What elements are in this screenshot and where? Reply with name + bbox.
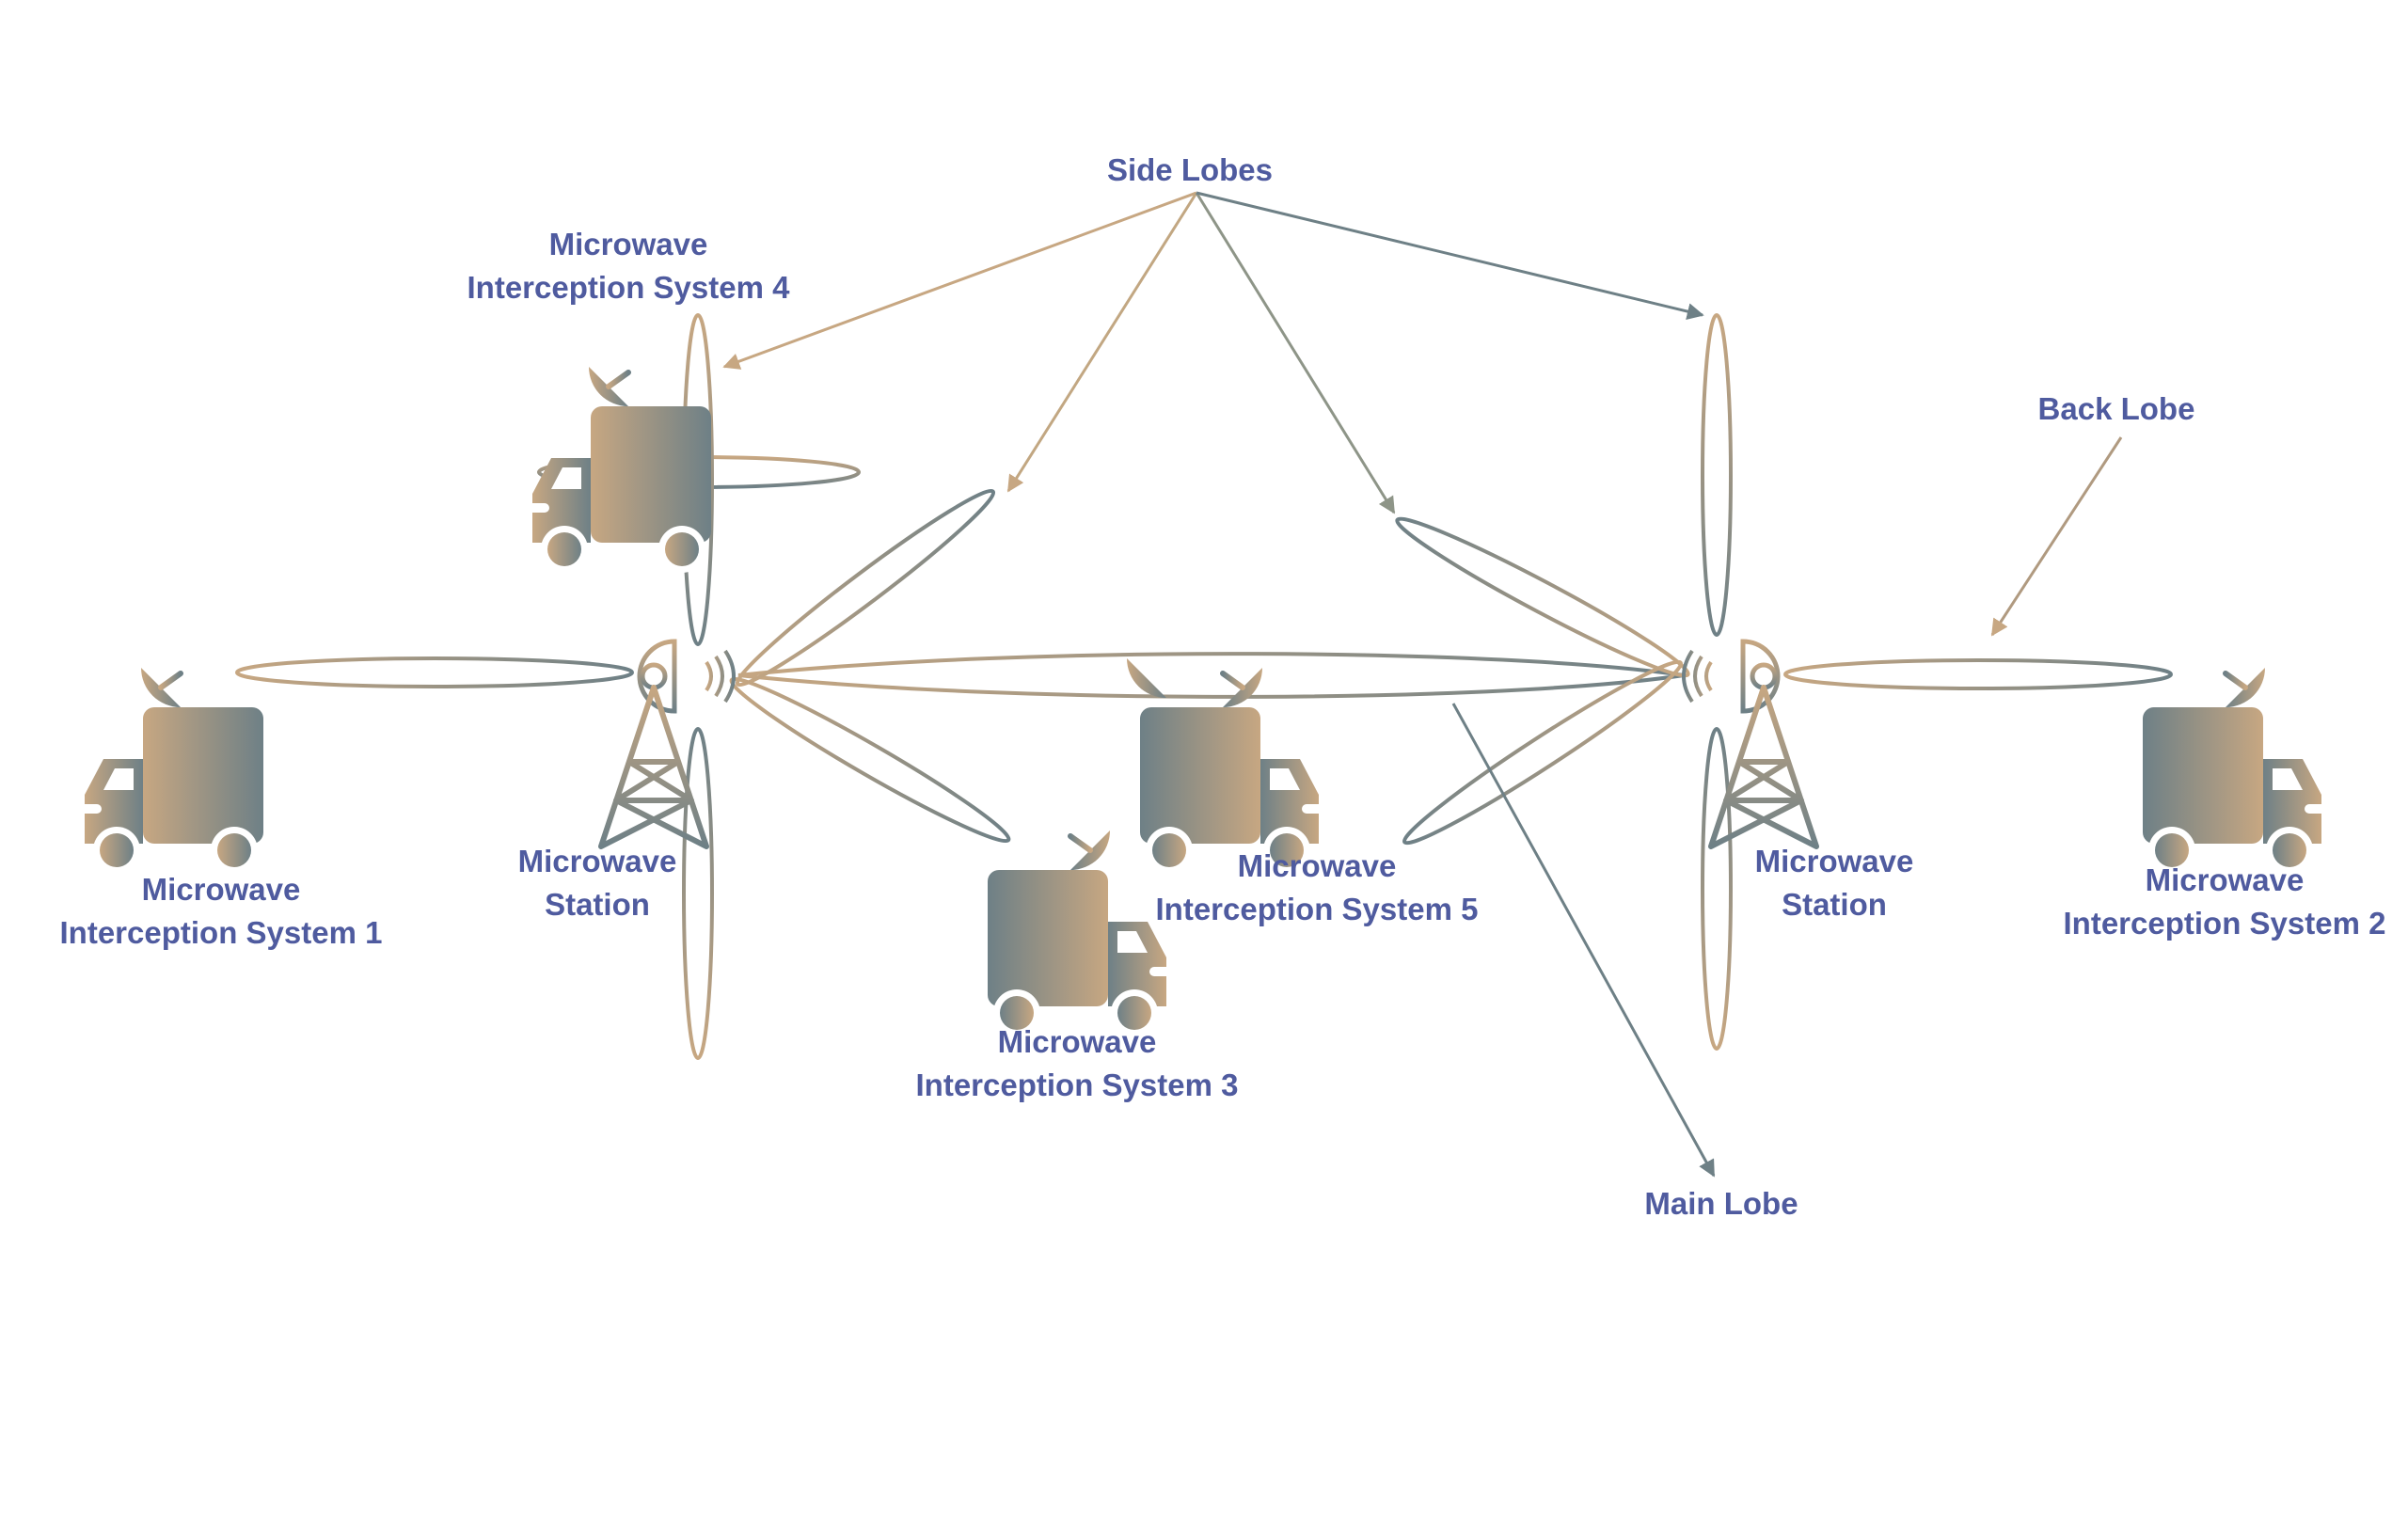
- side-lobe-right-lower-diagonal: [1402, 659, 1684, 846]
- side-lobe-left-vertical-down: [682, 727, 714, 1060]
- side-lobe-left-lower-diagonal: [729, 676, 1011, 844]
- back-lobe-left: [235, 656, 634, 688]
- system-4-label: Microwave Interception System 4: [467, 227, 790, 305]
- back-lobe-right: [1783, 658, 2173, 690]
- system-2-truck-icon: [2143, 668, 2333, 874]
- side-lobe-left-upper-diagonal: [735, 488, 996, 688]
- system-3-label: Microwave Interception System 3: [915, 1024, 1239, 1102]
- station-right-label: Microwave Station: [1754, 844, 1914, 922]
- side-lobe-right-vertical-down: [1701, 727, 1733, 1051]
- station-left-tower-icon: [560, 641, 748, 846]
- system-2-label: Microwave Interception System 2: [2063, 862, 2386, 941]
- side-lobe-right-upper-diagonal: [1395, 516, 1690, 678]
- main-lobe-shape: [737, 652, 1685, 699]
- system-1-truck-icon: [73, 668, 263, 874]
- main-lobe-arrow: [1451, 703, 1716, 1178]
- system-5-label: Microwave Interception System 5: [1155, 848, 1479, 926]
- main-lobe-label: Main Lobe: [1644, 1186, 1798, 1221]
- back-lobe-arrow: [1990, 436, 2123, 637]
- back-lobe-label: Back Lobe: [2037, 391, 2195, 426]
- lobe-group: [235, 313, 2173, 1060]
- station-right-tower-icon: [1670, 641, 1858, 846]
- side-lobes-arrows: [722, 191, 1704, 514]
- system-1-label: Microwave Interception System 1: [59, 872, 383, 950]
- system-4-truck-icon: [521, 367, 711, 573]
- side-lobe-right-vertical-up: [1701, 313, 1733, 637]
- system-5-truck-icon: [1127, 658, 1330, 874]
- station-left-label: Microwave Station: [517, 844, 677, 922]
- side-lobes-label: Side Lobes: [1106, 152, 1274, 187]
